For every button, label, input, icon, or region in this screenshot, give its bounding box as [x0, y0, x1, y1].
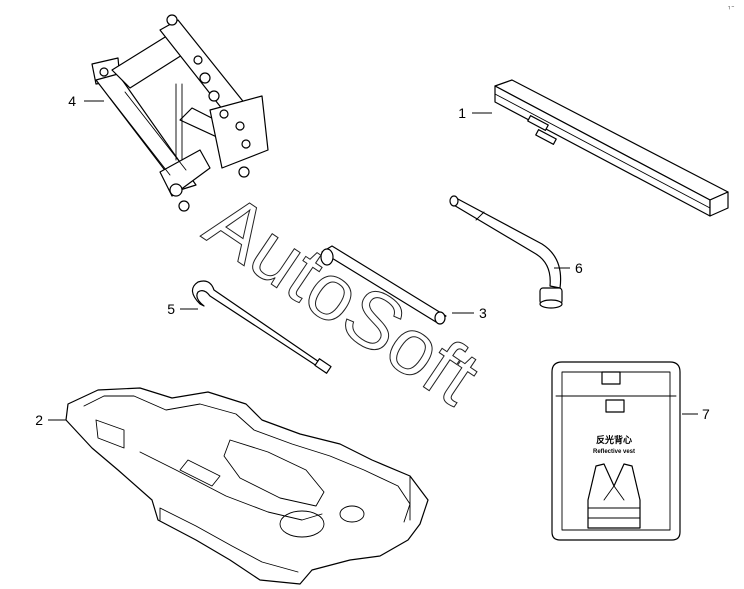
socket-adapter — [320, 245, 447, 325]
hook-rod — [191, 280, 332, 374]
vest-label-en: Reflective vest — [593, 449, 635, 455]
scissor-jack — [91, 14, 269, 212]
wrench-bar — [494, 79, 729, 217]
callout-2: 2 — [35, 412, 43, 428]
vest-icon — [587, 463, 641, 529]
reflective-vest-bag: 反光背心 Reflective vest — [551, 361, 681, 541]
corner-mark: ┐− — [727, 4, 735, 10]
watermark: AutoSoft — [190, 176, 494, 421]
foam-tool-tray — [65, 387, 429, 585]
lug-wrench — [449, 195, 563, 309]
callout-1: 1 — [458, 105, 466, 121]
bag-window-top — [601, 371, 621, 385]
vest-label-cn: 反光背心 — [596, 434, 632, 446]
callout-4: 4 — [68, 93, 76, 109]
callout-3: 3 — [479, 305, 487, 321]
callout-7: 7 — [702, 406, 710, 422]
callout-6: 6 — [575, 260, 583, 276]
bag-window-mid — [605, 399, 625, 413]
callout-5: 5 — [167, 301, 175, 317]
